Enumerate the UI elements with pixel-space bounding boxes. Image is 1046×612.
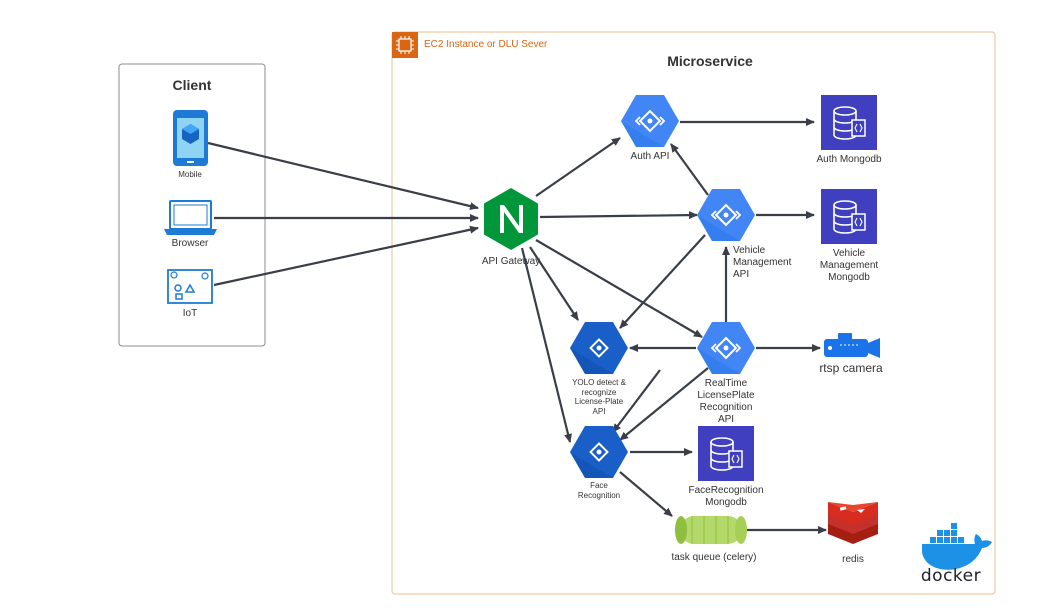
microservice-title: Microservice (667, 53, 753, 69)
auth-api-label: Auth API (630, 151, 670, 162)
ec2-container-label: EC2 Instance or DLU Sever (424, 39, 548, 50)
arrow-gateway-auth (535, 137, 621, 197)
rtsp-camera-icon (824, 333, 880, 358)
yolo-api-icon (570, 322, 628, 374)
face-recognition-label-line2: Recognition (577, 490, 621, 500)
mobile-icon (173, 110, 208, 166)
ec2-container (391, 31, 996, 595)
auth-db-icon (821, 95, 877, 150)
face-db-icon (698, 426, 754, 481)
auth-api-icon (621, 95, 679, 147)
redis-icon (828, 502, 878, 544)
yolo-api-label-line2: recognize (581, 387, 617, 397)
vehicle-db-label: Vehicle Management Mongodb (804, 248, 894, 284)
api-gateway-label: API Gateway (481, 256, 541, 267)
browser-icon (164, 200, 217, 235)
nginx-icon (484, 188, 538, 250)
vehicle-api-icon (697, 189, 755, 241)
vehicle-db-label-line2: Management (819, 260, 879, 271)
realtime-api-label-line2: LicensePlate (697, 390, 755, 401)
face-db-label-line2: Mongodb (705, 497, 747, 508)
face-db-label: FaceRecognition Mongodb (676, 485, 776, 509)
arrow-vehicle-auth (670, 143, 709, 196)
vehicle-db-label-line1: Vehicle (832, 248, 866, 259)
yolo-api-label-line1: YOLO detect & (572, 378, 626, 387)
vehicle-db-label-line3: Mongodb (828, 272, 870, 283)
iot-icon (167, 269, 213, 304)
arrow-gateway-yolo (529, 246, 579, 321)
arrow-gateway-face (520, 247, 572, 443)
arrow-gateway-vehicle (539, 211, 698, 220)
yolo-api-label-line3: License-Plate (574, 397, 624, 407)
face-recognition-label: Face Recognition (569, 481, 629, 500)
vehicle-api-label-line3: API (733, 269, 750, 280)
realtime-api-label-line3: Recognition (699, 402, 753, 413)
face-recognition-label-line1: Face (590, 481, 608, 490)
task-queue-label: task queue (celery) (671, 552, 757, 563)
docker-label: docker (920, 566, 982, 586)
rtsp-camera-label: rtsp camera (819, 361, 883, 375)
browser-label: Browser (171, 238, 209, 249)
ec2-chip-icon (392, 32, 418, 58)
auth-db-label: Auth Mongodb (816, 154, 882, 165)
realtime-api-icon (697, 322, 755, 374)
realtime-api-label-line4: API (717, 414, 735, 425)
yolo-api-label-line4: API (592, 406, 606, 416)
client-title: Client (172, 77, 212, 93)
task-queue-icon (675, 516, 747, 544)
arrow-vehicle-yolo (619, 234, 706, 329)
arrow-realtime-face (619, 367, 709, 441)
face-recognition-icon (570, 426, 628, 478)
arrow-mobile-gateway (207, 141, 479, 211)
docker-whale-icon (922, 523, 992, 570)
vehicle-db-icon (821, 189, 877, 244)
vehicle-api-label-line2: Management (733, 257, 792, 268)
realtime-api-label-line1: RealTime (704, 378, 748, 389)
arrow-gateway-realtime (535, 239, 703, 338)
arrow-iot-gateway (213, 225, 479, 287)
mobile-label: Mobile (178, 170, 202, 179)
arrow-yolo-face (612, 369, 661, 433)
redis-label: redis (842, 554, 864, 565)
vehicle-api-label: Vehicle Management API (733, 245, 813, 281)
vehicle-api-label-line1: Vehicle (733, 245, 766, 256)
realtime-api-label: RealTime LicensePlate Recognition API (676, 378, 776, 426)
arrow-face-queue (619, 471, 673, 517)
yolo-api-label: YOLO detect & recognize License-Plate AP… (559, 378, 639, 416)
iot-label: IoT (182, 308, 198, 319)
face-db-label-line1: FaceRecognition (688, 485, 764, 496)
